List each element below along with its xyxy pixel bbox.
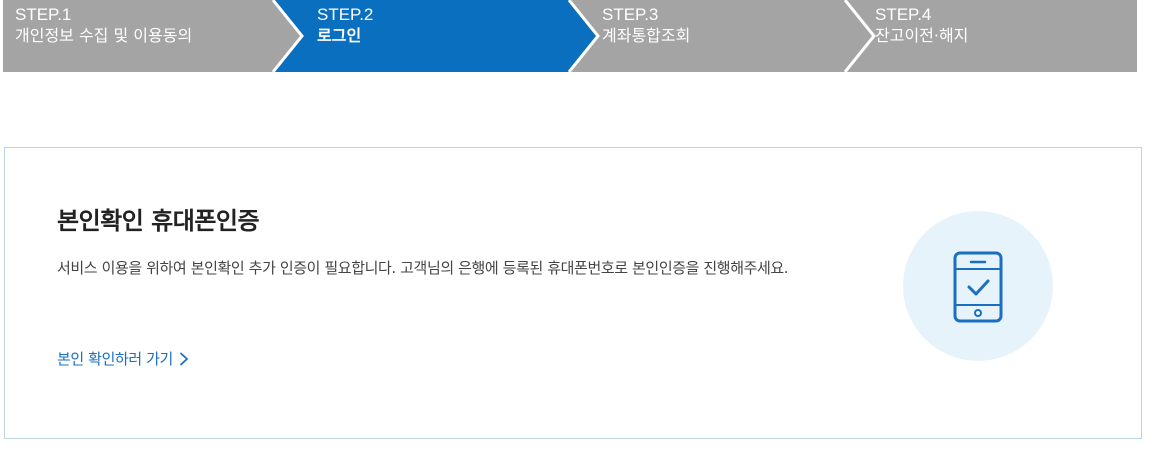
step-3-account-inquiry[interactable]: STEP.3 계좌통합조회 [602, 0, 842, 72]
step-2-title: 로그인 [317, 26, 362, 45]
card-title: 본인확인 휴대폰인증 [57, 207, 260, 235]
go-verify-link-label: 본인 확인하러 가기 [57, 350, 173, 368]
step-1-consent[interactable]: STEP.1 개인정보 수집 및 이용동의 [15, 0, 275, 72]
step-3-title: 계좌통합조회 [602, 26, 691, 45]
step-divider-2 [567, 0, 600, 72]
step-2-login[interactable]: STEP.2 로그인 [317, 0, 557, 72]
step-2-active-shape [273, 0, 598, 72]
go-verify-link[interactable]: 본인 확인하러 가기 [57, 348, 189, 370]
step-1-title: 개인정보 수집 및 이용동의 [15, 26, 193, 45]
step-divider-1 [271, 0, 304, 72]
step-4-number: STEP.4 [875, 5, 932, 24]
step-1-number: STEP.1 [15, 5, 72, 24]
mobile-phone-check-icon [953, 251, 1003, 323]
card-description: 서비스 이용을 위하여 본인확인 추가 인증이 필요합니다. 고객님의 은행에 … [57, 259, 789, 277]
phone-illustration [903, 211, 1053, 361]
step-4-title: 잔고이전·해지 [875, 26, 969, 45]
step-progress-background [3, 0, 1137, 72]
step-3-number: STEP.3 [602, 5, 659, 24]
step-progress-bar: STEP.1 개인정보 수집 및 이용동의 STEP.2 로그인 STEP.3 … [3, 0, 1137, 72]
step-divider-3 [843, 0, 876, 72]
step-2-number: STEP.2 [317, 5, 374, 24]
chevron-right-icon [180, 352, 188, 366]
phone-verification-card: 본인확인 휴대폰인증 서비스 이용을 위하여 본인확인 추가 인증이 필요합니다… [4, 147, 1142, 439]
step-4-transfer-close[interactable]: STEP.4 잔고이전·해지 [875, 0, 1125, 72]
